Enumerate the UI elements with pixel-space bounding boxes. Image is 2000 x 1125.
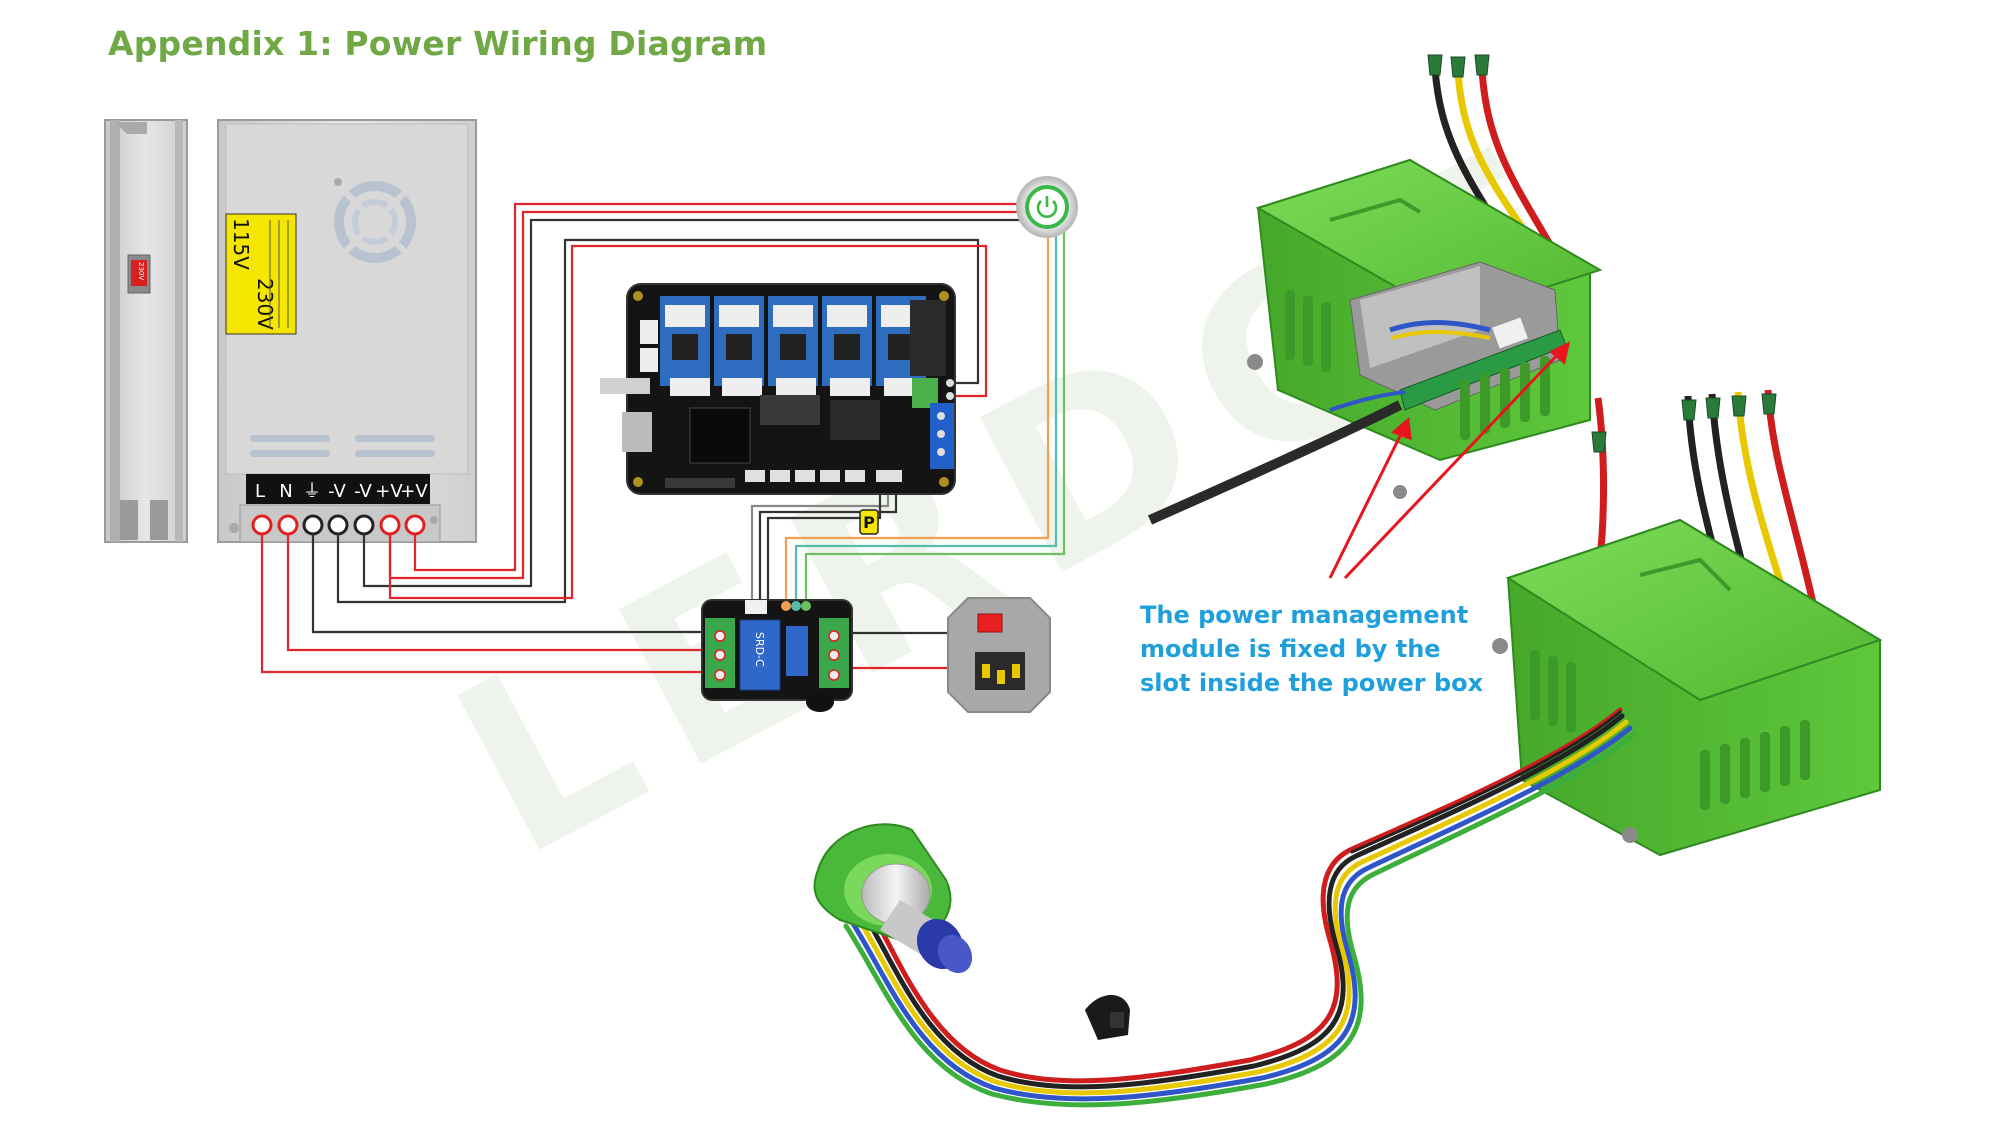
voltage-label-115v: 115V xyxy=(229,218,253,270)
relay xyxy=(739,619,781,691)
push-button-assembly xyxy=(813,823,973,974)
power-supply-unit: 115V 230V L N ⏚ -V -V +V +V xyxy=(217,119,477,543)
power-management-module: SRD-C xyxy=(701,599,853,712)
cable-clip xyxy=(1085,995,1130,1040)
cable-harness xyxy=(843,707,1637,1108)
caption-line-1: The power management xyxy=(1140,601,1469,629)
terminal-label-pos-v-1: +V xyxy=(375,481,403,502)
terminal-label-neg-v-1: -V xyxy=(328,481,346,502)
terminal-screws xyxy=(229,514,438,536)
voltage-warning-label xyxy=(225,213,297,335)
pointer-arrows xyxy=(1328,341,1571,580)
module-caption: The power management module is fixed by … xyxy=(1140,598,1560,700)
power-icon xyxy=(1036,196,1058,218)
terminal-label-pos-v-2: +V xyxy=(400,481,428,502)
power-button[interactable] xyxy=(1016,176,1078,238)
caption-line-2: module is fixed by the xyxy=(1140,635,1441,663)
relay-label: SRD-C xyxy=(753,632,766,667)
terminal-labels: L N ⏚ -V -V +V +V xyxy=(255,481,428,502)
connector-tag-label: P xyxy=(863,513,875,532)
terminal-label-neg-v-2: -V xyxy=(354,481,372,502)
caption-line-3: slot inside the power box xyxy=(1140,669,1484,697)
fan-icon xyxy=(334,181,416,263)
fork-terminal-icons xyxy=(1427,54,1490,78)
power-box-closed xyxy=(1492,389,1883,857)
voltage-selector-switch[interactable] xyxy=(131,260,147,286)
connector-tag: P xyxy=(859,509,879,535)
terminal-label-ground: ⏚ xyxy=(303,481,321,502)
mainboard xyxy=(600,283,956,495)
terminal-label-n: N xyxy=(279,481,292,502)
switch-label: 230V xyxy=(137,262,145,280)
wiring xyxy=(260,202,1066,674)
inlet-switch[interactable] xyxy=(977,613,1003,633)
page-title: Appendix 1: Power Wiring Diagram xyxy=(108,24,768,63)
fused-power-inlet xyxy=(947,597,1051,713)
driver-sockets xyxy=(660,296,926,386)
psu-side-view: 230V xyxy=(104,119,188,543)
terminal-label-strip xyxy=(246,474,430,504)
voltage-label-230v: 230V xyxy=(253,278,277,330)
terminal-label-l: L xyxy=(255,481,265,502)
